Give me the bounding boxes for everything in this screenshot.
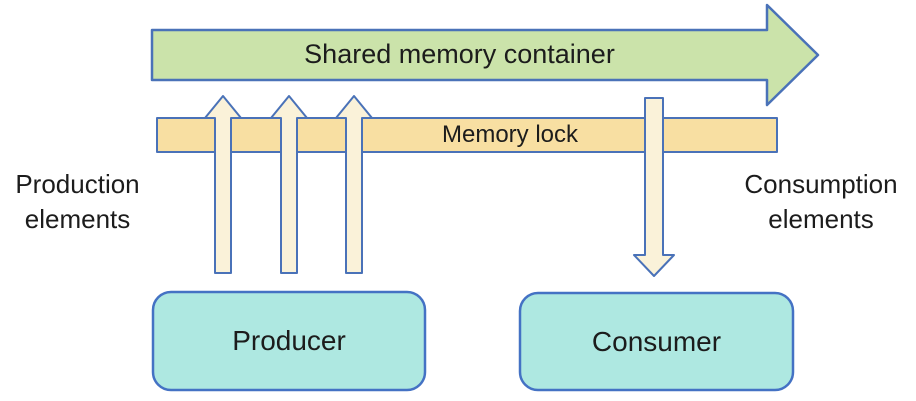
producer-up-arrow-2-icon [270,95,308,274]
producer-box [151,290,427,392]
consumer-box [518,291,795,392]
memory-lock-bar [156,117,778,153]
consumer-down-arrow-icon [633,97,675,277]
shared-memory-container-arrow-icon [150,3,820,107]
producer-up-arrow-1-icon [204,95,242,274]
producer-up-arrow-3-icon [335,95,373,274]
